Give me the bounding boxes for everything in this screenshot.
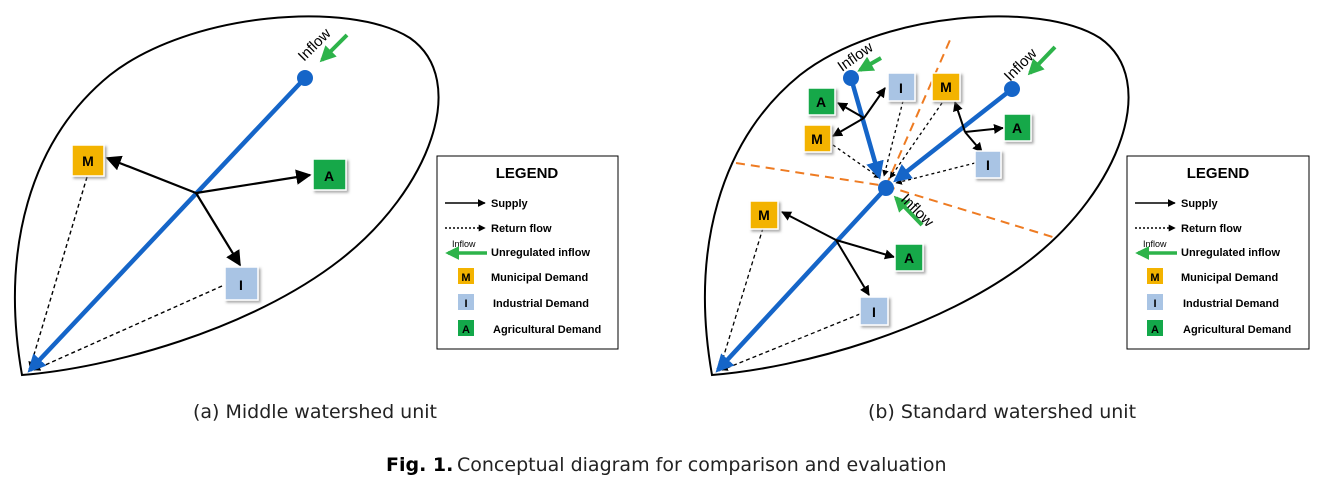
legend-title: LEGEND [1187, 165, 1250, 182]
node-point [297, 70, 313, 86]
return-flow-line [718, 227, 764, 369]
legend-municipal-swatch [458, 268, 474, 284]
municipal-label: M [758, 207, 770, 223]
legend-a: LEGEND Supply Return flow Inflow Unregul… [436, 155, 619, 350]
supply-arrow [953, 101, 966, 133]
legend-return-flow: Return flow [1181, 223, 1242, 235]
legend-agricultural-swatch [458, 320, 474, 336]
figure-label: Fig. 1. [386, 454, 453, 476]
legend-industrial-letter: I [1153, 298, 1156, 310]
industrial-demand-box [224, 266, 259, 301]
inflow-arrow [893, 195, 924, 227]
inflow-label: Inflow [897, 191, 937, 231]
municipal-label: M [82, 153, 94, 169]
industrial-demand-box [887, 72, 916, 102]
municipal-demand-box [931, 72, 961, 102]
node-point [878, 180, 894, 196]
legend-industrial-demand: Industrial Demand [493, 298, 589, 310]
legend-municipal-letter: M [1150, 272, 1159, 284]
panel-a: Inflow M A I (a) Middle watershed unit [14, 15, 440, 423]
industrial-label: I [872, 304, 876, 320]
supply-arrow [863, 87, 886, 119]
watershed-outline [14, 15, 440, 377]
legend-municipal-swatch [1147, 268, 1163, 284]
legend-agricultural-letter: A [462, 324, 470, 336]
sub-basin-boundary [885, 39, 951, 187]
legend-supply: Supply [491, 198, 529, 210]
node-point [843, 70, 859, 86]
supply-arrow [781, 211, 837, 241]
supply-arrow [835, 239, 870, 296]
supply-arrow [837, 102, 865, 119]
agricultural-label: A [816, 94, 826, 110]
municipal-demand-box [803, 124, 832, 153]
legend-industrial-swatch [458, 294, 474, 310]
legend-b: LEGEND Supply Return flow Inflow Unregul… [1126, 155, 1310, 350]
river-line [27, 76, 307, 373]
legend-industrial-swatch [1147, 294, 1163, 310]
supply-arrow [964, 123, 1004, 134]
legend-municipal-letter: M [461, 272, 470, 284]
legend-agricultural-letter: A [1151, 324, 1159, 336]
inflow-label: Inflow [1001, 45, 1041, 85]
agricultural-demand-box [807, 87, 836, 116]
inflow-label: Inflow [295, 25, 335, 65]
inflow-arrow [857, 56, 882, 72]
figure-caption-text: Conceptual diagram for comparison and ev… [457, 454, 947, 476]
municipal-label: M [811, 131, 823, 147]
legend-title: LEGEND [496, 165, 559, 182]
agricultural-demand-box [1003, 113, 1032, 142]
panel-b-caption: (b) Standard watershed unit [868, 401, 1136, 423]
figure-caption: Fig. 1. Conceptual diagram for compariso… [386, 454, 947, 476]
legend-agricultural-swatch [1147, 320, 1163, 336]
node-point [1004, 81, 1020, 97]
panel-a-caption: (a) Middle watershed unit [193, 401, 437, 423]
supply-arrow [195, 192, 241, 267]
legend-agricultural-demand: Agricultural Demand [493, 324, 601, 336]
industrial-demand-box [974, 150, 1002, 179]
legend-agricultural-demand: Agricultural Demand [1183, 324, 1291, 336]
inflow-arrow [319, 33, 349, 63]
return-flow-line [721, 313, 861, 371]
agricultural-demand-box [312, 158, 347, 191]
tributary-line [848, 77, 884, 180]
panel-b: Inflow Inflow Inflow A M I M A I M A I (… [704, 15, 1136, 423]
legend-unregulated-inflow: Unregulated inflow [1181, 247, 1280, 259]
supply-arrow [964, 131, 983, 153]
municipal-demand-box [749, 200, 779, 230]
inflow-arrow [1027, 45, 1057, 76]
river-line [715, 186, 888, 373]
industrial-label: I [899, 80, 903, 96]
tributary-line [893, 87, 1014, 183]
sub-basin-boundary [735, 162, 887, 187]
legend-municipal-demand: Municipal Demand [1181, 272, 1278, 284]
legend-industrial-demand: Industrial Demand [1183, 298, 1279, 310]
municipal-label: M [940, 79, 952, 95]
legend-industrial-letter: I [464, 298, 467, 310]
watershed-outline [704, 15, 1130, 377]
supply-arrow [832, 117, 865, 137]
industrial-demand-box [859, 296, 889, 326]
industrial-label: I [239, 277, 243, 293]
legend-inflow-tag: Inflow [1143, 239, 1167, 249]
supply-arrow [105, 155, 197, 195]
return-flow-line [33, 285, 223, 371]
legend-inflow-tag: Inflow [452, 239, 476, 249]
legend-municipal-demand: Municipal Demand [491, 272, 588, 284]
return-flow-line [28, 176, 88, 369]
industrial-label: I [986, 157, 990, 173]
supply-arrow [195, 169, 312, 195]
legend-unregulated-inflow: Unregulated inflow [491, 247, 590, 259]
legend-supply: Supply [1181, 198, 1219, 210]
agricultural-demand-box [894, 243, 924, 272]
legend-return-flow: Return flow [491, 223, 552, 235]
return-flow-line [882, 100, 904, 177]
agricultural-label: A [904, 250, 914, 266]
municipal-demand-box [71, 144, 105, 177]
agricultural-label: A [324, 168, 334, 184]
supply-arrow [835, 239, 895, 260]
agricultural-label: A [1012, 120, 1022, 136]
